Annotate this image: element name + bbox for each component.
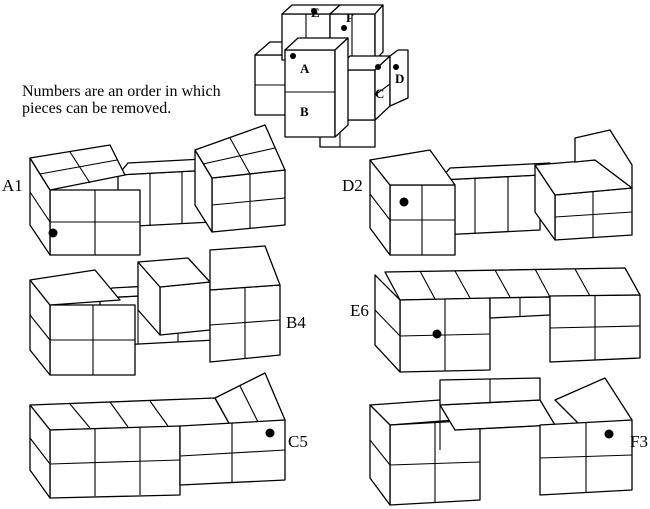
piece-a1-dot <box>48 228 58 238</box>
piece-f3: F3 <box>369 377 648 506</box>
assembly-label-b: B <box>300 104 309 119</box>
assembly-label-d: D <box>395 71 404 86</box>
piece-c5-dot <box>265 428 275 438</box>
piece-f3-dot <box>604 429 614 439</box>
dot-f <box>341 25 347 31</box>
assembly-label-e: E <box>311 5 320 20</box>
dot-a <box>290 53 296 59</box>
assembly-label-f: F <box>346 10 354 25</box>
caption-line-2: pieces can be removed. <box>22 100 171 117</box>
dot-d <box>393 64 399 70</box>
assembly-label-c: C <box>375 86 384 101</box>
piece-b4: B4 <box>29 245 306 376</box>
assembled-puzzle: A B C D E F <box>254 4 409 148</box>
piece-d2: D2 <box>342 129 633 256</box>
piece-d2-label: D2 <box>342 176 363 195</box>
piece-a-b-column <box>284 49 336 138</box>
piece-e6-label: E6 <box>350 301 369 320</box>
dot-e <box>311 8 317 14</box>
piece-e6: E6 <box>350 267 641 373</box>
dot-c <box>375 64 381 70</box>
piece-e6-dot <box>432 329 442 339</box>
piece-c5: C5 <box>29 372 308 499</box>
piece-b4-label: B4 <box>286 313 306 332</box>
caption-line-1: Numbers are an order in which <box>22 83 221 100</box>
piece-d2-dot <box>399 197 409 207</box>
piece-a1: A1 <box>2 124 286 256</box>
piece-a1-label: A1 <box>2 176 23 195</box>
piece-f3-label: F3 <box>630 432 648 451</box>
piece-c5-label: C5 <box>288 432 308 451</box>
assembly-label-a: A <box>300 61 310 76</box>
